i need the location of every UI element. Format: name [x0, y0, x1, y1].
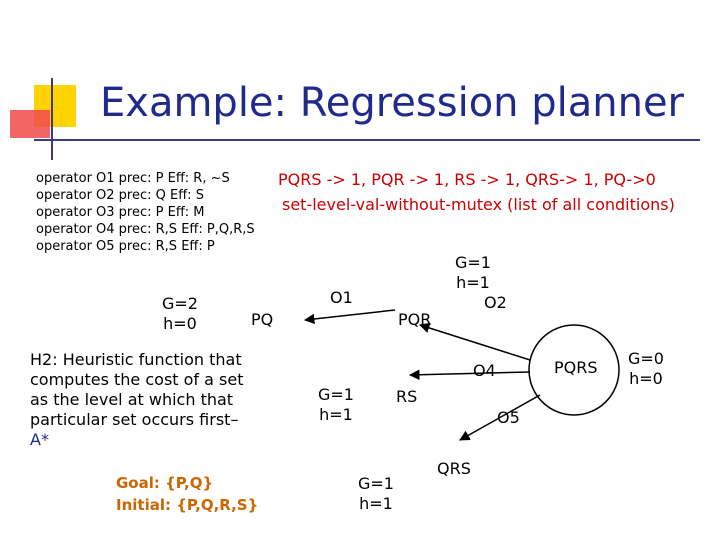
edge-o5-label: O5: [497, 408, 520, 427]
operator-o3: operator O3 prec: P Eff: M: [36, 205, 205, 220]
heuristic-astar: A*: [30, 430, 49, 449]
pqr-h: h=1: [456, 273, 490, 292]
goal-text: Goal: {P,Q}: [116, 474, 214, 492]
node-pq-label: PQ: [251, 310, 274, 329]
pqrs-h: h=0: [629, 369, 663, 388]
heuristic-name: set-level-val-without-mutex (list of all…: [282, 195, 675, 214]
qrs-h: h=1: [359, 494, 393, 513]
node-rs-label: RS: [396, 387, 418, 406]
edge-o2-label: O2: [484, 293, 507, 312]
node-pqrs-circle: [528, 324, 620, 416]
pqrs-score: G=0 h=0: [628, 349, 664, 389]
edge-o1-label: O1: [330, 288, 353, 307]
heuristic-description: H2: Heuristic function that computes the…: [30, 350, 260, 450]
pq-score: G=2 h=0: [162, 294, 198, 334]
initial-text: Initial: {P,Q,R,S}: [116, 496, 259, 514]
edge-o1-arrow: [303, 309, 396, 325]
rs-g: G=1: [318, 385, 354, 404]
pqr-g: G=1: [455, 253, 491, 272]
pqr-score: G=1 h=1: [455, 253, 491, 293]
operator-o4: operator O4 prec: R,S Eff: P,Q,R,S: [36, 222, 255, 237]
heuristic-text: H2: Heuristic function that computes the…: [30, 350, 244, 429]
node-pqr-label: PQR: [398, 310, 432, 329]
edge-o2-arrow: [418, 322, 531, 361]
pqrs-g: G=0: [628, 349, 664, 368]
operator-o5: operator O5 prec: R,S Eff: P: [36, 239, 215, 254]
rs-h: h=1: [319, 405, 353, 424]
pq-h: h=0: [163, 314, 197, 333]
levels-line: PQRS -> 1, PQR -> 1, RS -> 1, QRS-> 1, P…: [278, 170, 656, 189]
qrs-g: G=1: [358, 474, 394, 493]
edge-o4-arrow: [408, 369, 531, 381]
page-title: Example: Regression planner: [100, 80, 685, 126]
qrs-score: G=1 h=1: [358, 474, 394, 514]
edge-o5-arrow: [459, 394, 541, 441]
deco-red-square: [10, 110, 50, 138]
operator-list: operator O1 prec: P Eff: R, ~S operator …: [36, 170, 255, 255]
node-qrs-label: QRS: [437, 459, 471, 478]
node-pqrs-label: PQRS: [554, 358, 598, 377]
operator-o1: operator O1 prec: P Eff: R, ~S: [36, 171, 230, 186]
rs-score: G=1 h=1: [318, 385, 354, 425]
pq-g: G=2: [162, 294, 198, 313]
operator-o2: operator O2 prec: Q Eff: S: [36, 188, 204, 203]
edge-o4-label: O4: [473, 361, 496, 380]
